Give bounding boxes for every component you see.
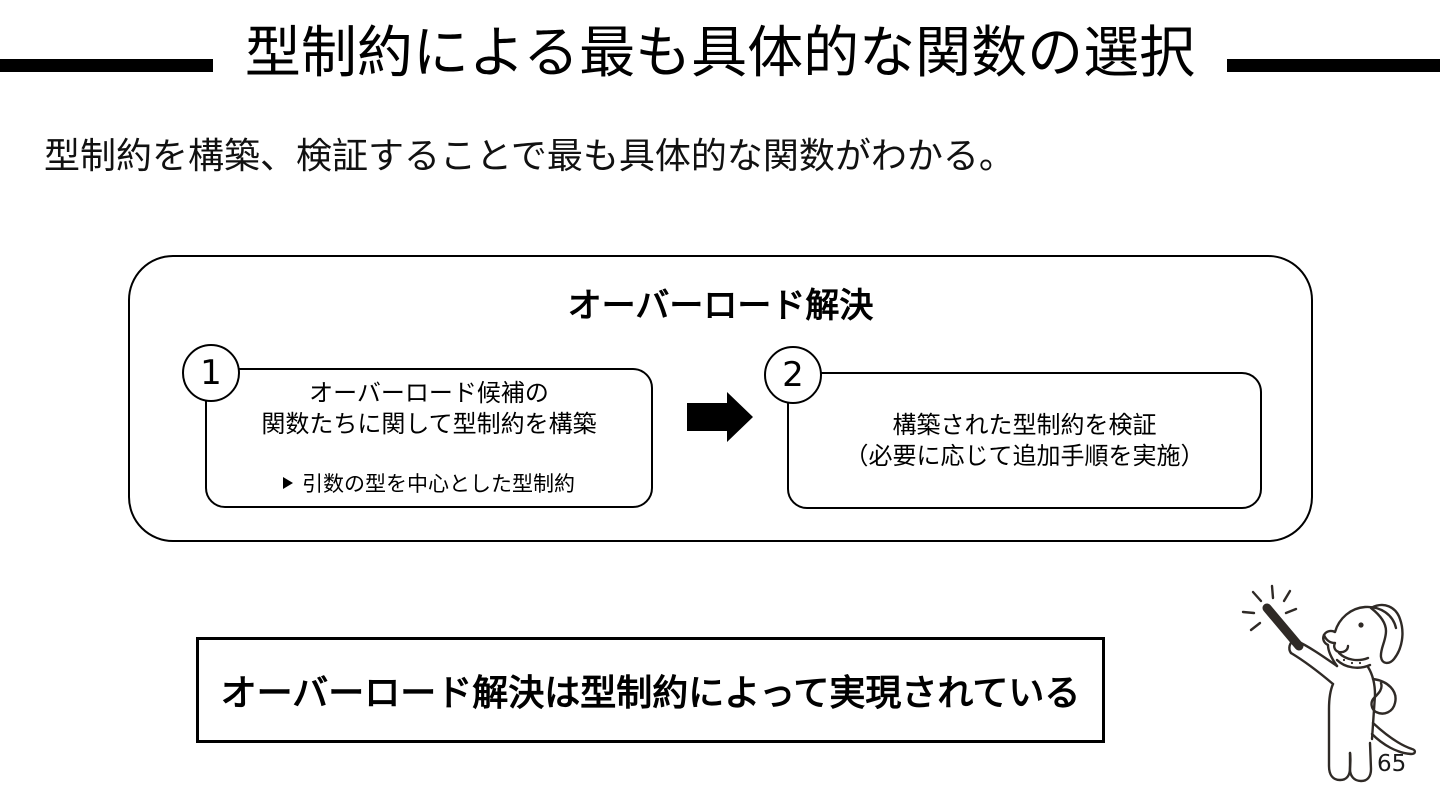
dog-eye [1358, 622, 1364, 628]
conclusion-box: オーバーロード解決は型制約によって実現されている [196, 637, 1105, 743]
page-number: 65 [1377, 751, 1407, 777]
step1-bullet-row: 引数の型を中心とした型制約 [283, 468, 575, 498]
triangle-bullet-icon [283, 477, 293, 490]
sparkle-icon [1241, 584, 1298, 632]
right-arrow-icon [687, 392, 753, 442]
step2-line1: 構築された型制約を検証 [892, 410, 1157, 439]
step2-number-badge: 2 [764, 346, 822, 404]
step1-number: 1 [200, 353, 222, 393]
step2-number: 2 [782, 355, 804, 395]
step1-line1: オーバーロード候補の [309, 379, 549, 407]
step1-box: オーバーロード候補の 関数たちに関して型制約を構築 引数の型を中心とした型制約 [205, 368, 653, 508]
step2-line2: （必要に応じて追加手順を実施） [844, 441, 1205, 470]
step2-box: 構築された型制約を検証 （必要に応じて追加手順を実施） [787, 372, 1262, 509]
diagram-heading: オーバーロード解決 [567, 286, 874, 326]
title-rule-right [1227, 59, 1440, 72]
dog-illustration [1241, 584, 1417, 783]
step1-number-badge: 1 [182, 344, 240, 402]
lead-text: 型制約を構築、検証することで最も具体的な関数がわかる。 [44, 136, 1015, 177]
step1-bullet-text: 引数の型を中心とした型制約 [302, 472, 575, 497]
conclusion-text: オーバーロード解決は型制約によって実現されている [220, 673, 1081, 714]
title-rule-left [0, 59, 213, 72]
page-title: 型制約による最も具体的な関数の選択 [244, 21, 1196, 86]
step1-line2: 関数たちに関して型制約を構築 [261, 409, 597, 438]
